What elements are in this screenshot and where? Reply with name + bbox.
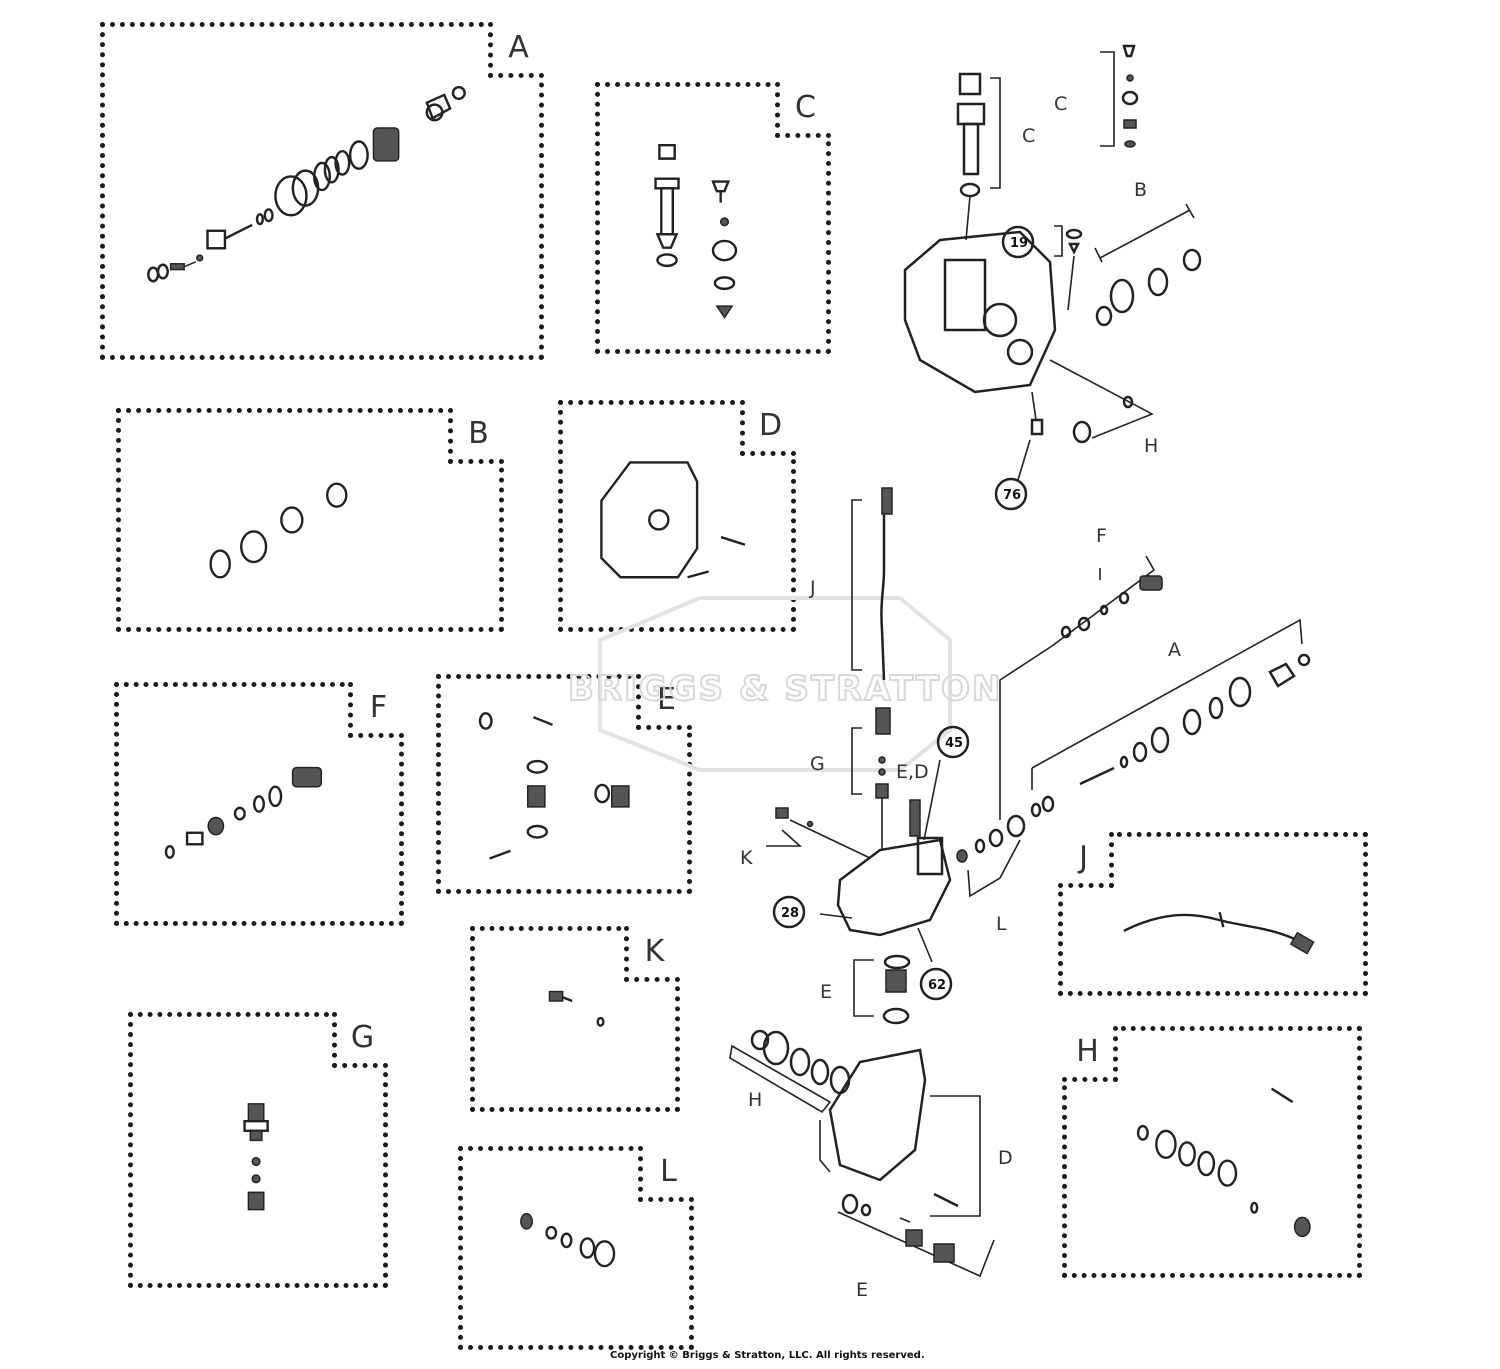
callout-circle-28 — [772, 895, 806, 929]
callout-76: 76 — [1003, 488, 1021, 503]
kit-box-f: F — [114, 682, 404, 926]
assembly-label-g: G — [810, 753, 825, 775]
callout-62: 62 — [928, 978, 946, 993]
assembly-label-h-upper: H — [1144, 435, 1158, 457]
kit-c-parts-drawing — [654, 144, 738, 319]
assembly-label-e-upper: E — [820, 981, 832, 1003]
kit-tag-b: B — [448, 408, 504, 464]
kit-tag-g: G — [332, 1012, 388, 1068]
kit-box-h: H — [1062, 1026, 1362, 1278]
kit-tag-d: D — [740, 400, 796, 456]
assembly-label-a: A — [1168, 639, 1181, 661]
kit-box-e: E — [436, 674, 692, 894]
kit-box-d: D — [558, 400, 796, 632]
assembly-label-b: B — [1134, 179, 1147, 201]
assembly-label-c: C — [1022, 125, 1035, 147]
callout-circle-62 — [919, 967, 953, 1001]
assembly-label-f: F — [1096, 525, 1107, 547]
kit-tag-c: C — [775, 82, 831, 138]
assembly-label-e-lower: E — [856, 1279, 868, 1301]
kit-box-a: A — [100, 22, 544, 360]
kit-tag-f: F — [348, 682, 404, 738]
copyright-notice: Copyright © Briggs & Stratton, LLC. All … — [610, 1350, 925, 1361]
kit-tag-e: E — [636, 674, 692, 730]
kit-box-c: C — [595, 82, 831, 354]
callout-circle-19 — [1001, 225, 1035, 259]
kit-box-l: L — [458, 1146, 694, 1350]
kit-tag-a: A — [488, 22, 544, 78]
kit-k-parts-drawing — [548, 990, 605, 1027]
kit-e-parts-drawing — [478, 712, 630, 860]
assembly-label-h-lower: H — [748, 1089, 762, 1111]
callout-28: 28 — [781, 906, 799, 921]
kit-g-parts-drawing — [243, 1103, 269, 1211]
callout-circle-76 — [994, 477, 1028, 511]
kit-tag-l: L — [638, 1146, 694, 1202]
assembly-label-d: D — [998, 1147, 1013, 1169]
kit-b-parts-drawing — [209, 482, 348, 579]
callout-circle-45 — [936, 725, 970, 759]
kit-tag-j: J — [1058, 832, 1114, 888]
kit-box-g: G — [128, 1012, 388, 1288]
kit-a-parts-drawing — [147, 85, 466, 283]
watermark-text: BRIGGS & STRATTON — [568, 669, 1002, 709]
kit-j-parts-drawing — [1123, 911, 1315, 955]
kit-h-parts-drawing — [1136, 1087, 1311, 1238]
assembly-label-k: K — [740, 847, 753, 869]
kit-tag-h: H — [1062, 1026, 1118, 1082]
kit-d-parts-drawing — [600, 461, 746, 579]
callout-45: 45 — [945, 736, 963, 751]
kit-box-k: K — [470, 926, 680, 1112]
kit-box-b: B — [116, 408, 504, 632]
callout-19: 19 — [1010, 236, 1028, 251]
assembly-label-j: J — [809, 577, 816, 599]
kit-f-parts-drawing — [164, 766, 323, 859]
assembly-label-e-d: E,D — [896, 761, 929, 783]
assembly-label-c-upper-right: C — [1054, 93, 1067, 115]
kit-tag-k: K — [624, 926, 680, 982]
assembly-label-l: L — [996, 913, 1007, 935]
kit-l-parts-drawing — [520, 1213, 616, 1268]
kit-box-j: J — [1058, 832, 1368, 996]
